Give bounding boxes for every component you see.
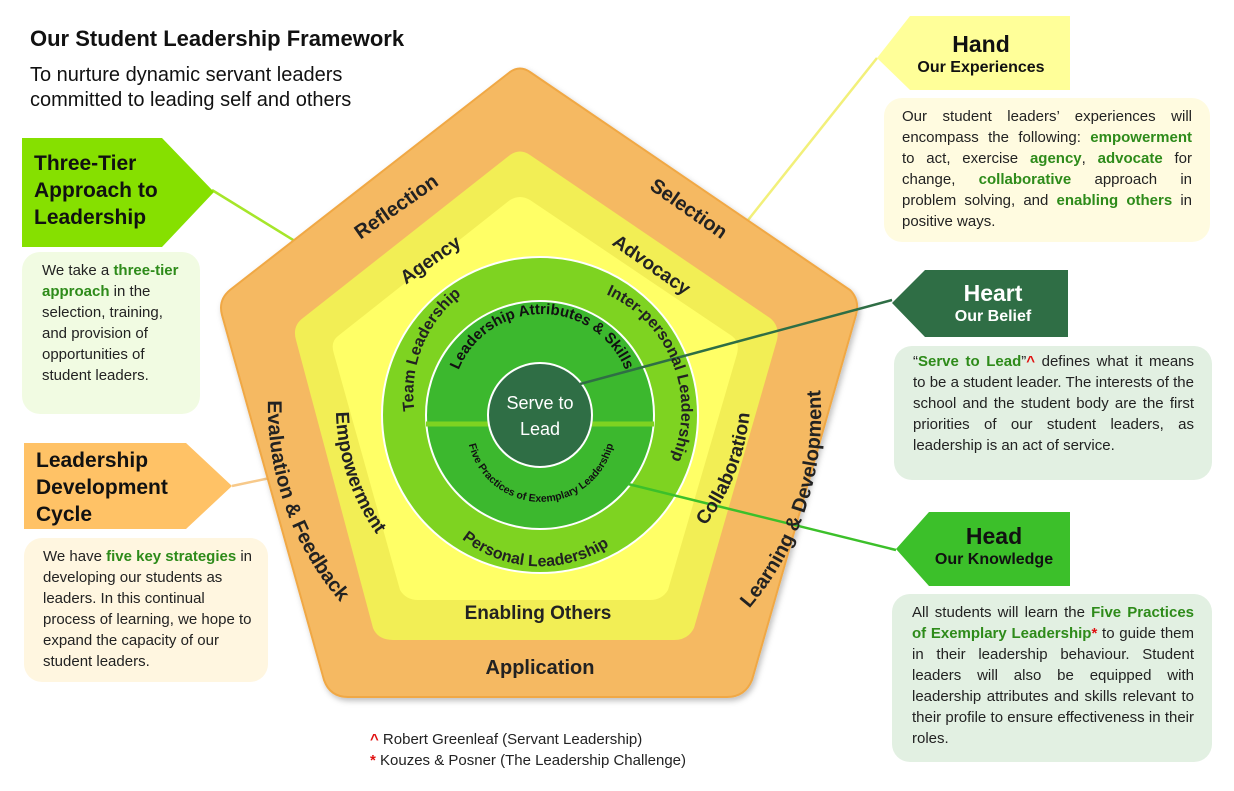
cycle-line-2: Development bbox=[36, 476, 168, 499]
cycle-highlight: five key strategies bbox=[106, 548, 237, 565]
cycle-connector bbox=[231, 476, 271, 488]
center-circle bbox=[487, 362, 593, 468]
hand-tag-label: Hand Our Experiences bbox=[895, 30, 1067, 78]
head-connector bbox=[627, 482, 897, 552]
footnote-caret: ^ Robert Greenleaf (Servant Leadership) bbox=[370, 729, 686, 750]
hand-hl-enabling: enabling others bbox=[1056, 192, 1173, 209]
heart-highlight: Serve to Lead bbox=[918, 353, 1022, 370]
three-tier-text-pre: We take a bbox=[42, 262, 114, 279]
hand-title: Hand bbox=[952, 31, 1010, 57]
hand-text-1: Our student leaders’ experiences will en… bbox=[902, 108, 1192, 146]
head-title: Head bbox=[965, 523, 1023, 549]
cycle-line-1: Leadership bbox=[36, 449, 149, 472]
cycle-text-post: in developing our students as leaders. I… bbox=[43, 548, 253, 670]
footnote-star-mark: * bbox=[370, 752, 376, 769]
hand-hl-empowerment: empowerment bbox=[1090, 129, 1192, 146]
cycle-text-pre: We have bbox=[43, 548, 107, 565]
hand-subtitle: Our Experiences bbox=[917, 59, 1045, 76]
three-tier-tag bbox=[22, 138, 214, 247]
heart-subtitle: Our Belief bbox=[954, 308, 1032, 325]
head-star-mark: * bbox=[1091, 625, 1098, 642]
cycle-tag-label: Leadership Development Cycle bbox=[36, 447, 168, 528]
footnote-star-text: Kouzes & Posner (The Leadership Challeng… bbox=[375, 752, 687, 769]
heart-title: Heart bbox=[963, 280, 1023, 306]
hand-hl-agency: agency bbox=[1029, 150, 1082, 167]
hand-text-4: for change, bbox=[902, 150, 1192, 188]
hand-text-3: , bbox=[1081, 150, 1098, 167]
heart-quote-close: ” bbox=[1021, 353, 1027, 370]
subtitle-line-1: To nurture dynamic servant leaders bbox=[30, 64, 343, 86]
three-tier-highlight: three-tier approach bbox=[42, 262, 179, 300]
head-tag-label: Head Our Knowledge bbox=[908, 522, 1080, 570]
footnote-caret-text: Robert Greenleaf (Servant Leadership) bbox=[378, 731, 643, 748]
head-subtitle: Our Knowledge bbox=[934, 551, 1054, 568]
head-tag bbox=[896, 512, 1070, 586]
heart-box: “Serve to Lead”^ defines what it means t… bbox=[894, 346, 1212, 480]
three-tier-line-3: Leadership bbox=[34, 206, 147, 229]
center-label-line-2: Lead bbox=[520, 419, 560, 439]
hand-text-5: approach in problem solving, and bbox=[902, 171, 1193, 209]
label-application: Application bbox=[486, 657, 595, 679]
head-text-pre: All students will learn the bbox=[912, 604, 1092, 621]
heart-connector bbox=[579, 298, 893, 386]
hand-tag bbox=[877, 16, 1070, 90]
hand-box: Our student leaders’ experiences will en… bbox=[884, 98, 1210, 242]
heart-text-post: defines what it means to be a student le… bbox=[913, 353, 1195, 454]
three-tier-text-post: in the selection, training, and provisio… bbox=[42, 283, 163, 384]
heart-caret-mark: ^ bbox=[1026, 353, 1036, 370]
head-box: All students will learn the Five Practic… bbox=[892, 594, 1212, 762]
three-tier-box: We take a three-tier approach in the sel… bbox=[22, 252, 200, 414]
cycle-tag bbox=[24, 443, 232, 529]
page-title: Our Student Leadership Framework bbox=[30, 26, 405, 51]
heart-tag-label: Heart Our Belief bbox=[907, 279, 1079, 327]
footnote-star: * Kouzes & Posner (The Leadership Challe… bbox=[370, 750, 686, 771]
head-highlight: Five Practices of Exemplary Leadership bbox=[912, 604, 1194, 642]
heart-quote-open: “ bbox=[913, 353, 918, 370]
hand-hl-collaborative: collaborative bbox=[978, 171, 1072, 188]
footnote-caret-mark: ^ bbox=[370, 731, 379, 748]
head-text-post: to guide them in their leadership behavi… bbox=[912, 625, 1195, 747]
cycle-line-3: Cycle bbox=[36, 503, 93, 526]
subtitle-line-2: committed to leading self and others bbox=[30, 89, 352, 111]
footnotes: ^ Robert Greenleaf (Servant Leadership) … bbox=[370, 729, 686, 771]
cycle-box: We have five key strategies in developin… bbox=[24, 538, 268, 682]
center-label-line-1: Serve to bbox=[506, 393, 573, 413]
hand-hl-advocate: advocate bbox=[1097, 150, 1163, 167]
page-subtitle: To nurture dynamic servant leaders commi… bbox=[30, 63, 450, 113]
hand-text-6: in positive ways. bbox=[902, 192, 1192, 230]
three-tier-line-1: Three-Tier bbox=[34, 152, 137, 175]
heart-tag bbox=[892, 270, 1068, 337]
three-tier-line-2: Approach to bbox=[34, 179, 158, 202]
hand-text-2: to act, exercise bbox=[902, 150, 1030, 167]
three-tier-tag-label: Three-Tier Approach to Leadership bbox=[34, 150, 158, 231]
label-enabling-others: Enabling Others bbox=[465, 603, 612, 624]
